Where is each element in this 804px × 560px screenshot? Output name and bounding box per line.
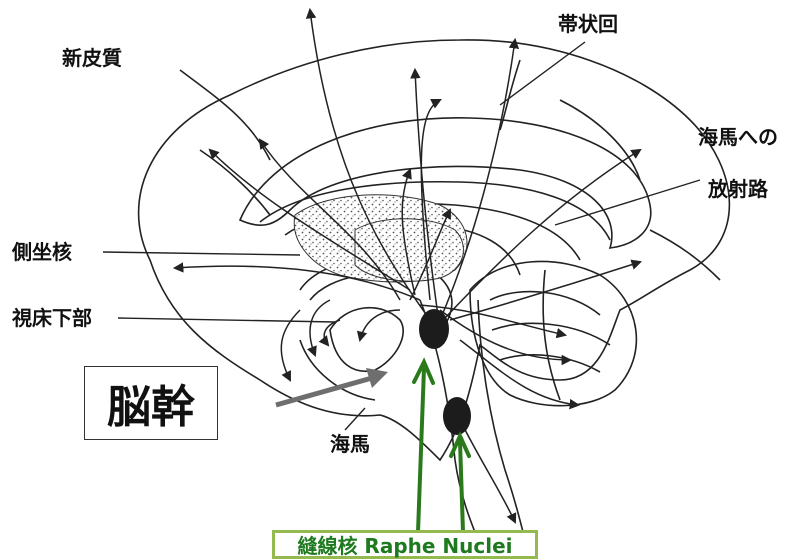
raphe-pointer-arrows <box>414 362 469 532</box>
raphe-nucleus-lower <box>443 397 471 435</box>
label-hypothalamus: 視床下部 <box>12 306 92 330</box>
label-hippocampus: 海馬 <box>330 432 370 456</box>
label-hippocampal-radiation-line1: 海馬への <box>698 125 778 149</box>
label-nucleus-accumbens: 側坐核 <box>12 240 72 264</box>
label-hippocampal-radiation-line2: 放射路 <box>708 177 768 201</box>
label-cingulate-gyrus: 帯状回 <box>558 12 618 36</box>
brain-outline <box>139 40 730 545</box>
raphe-nuclei-label: 縫線核 Raphe Nuclei <box>272 530 538 559</box>
brainstem-box: 脳幹 <box>84 366 218 440</box>
label-neocortex: 新皮質 <box>62 46 122 70</box>
raphe-nucleus-upper <box>419 309 449 349</box>
